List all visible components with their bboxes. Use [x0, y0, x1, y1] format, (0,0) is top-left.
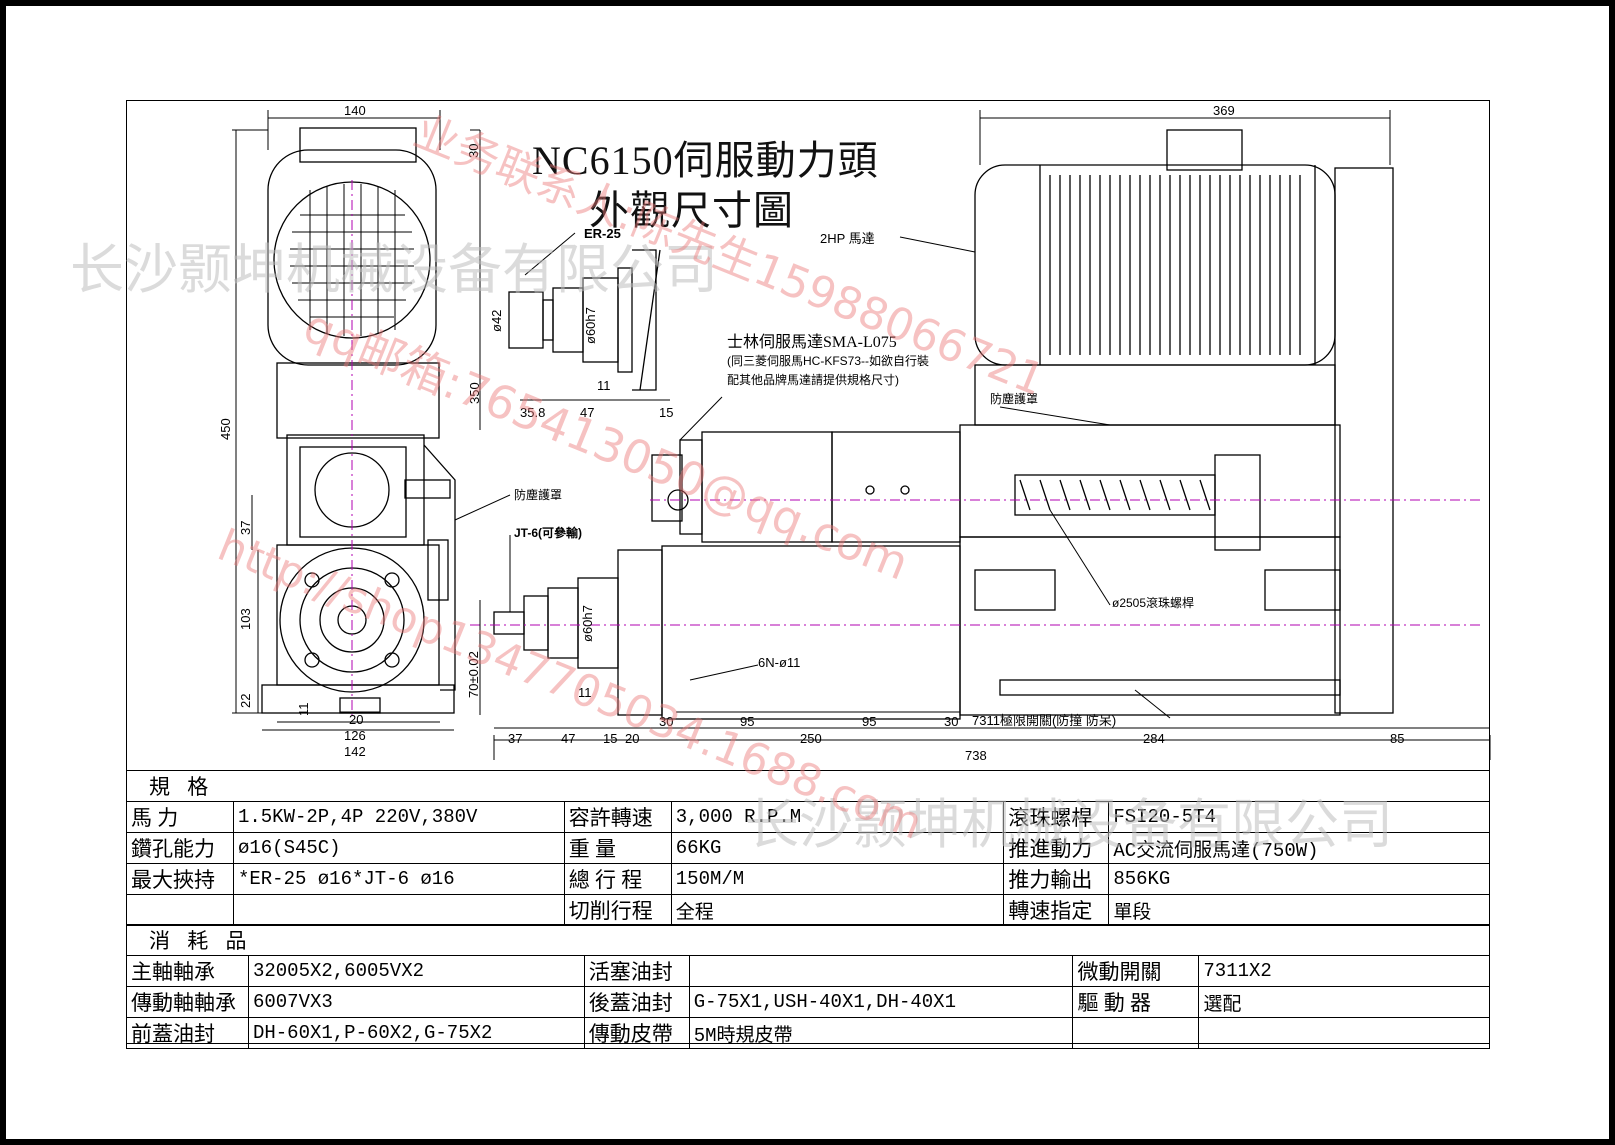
dim-15a: 15	[659, 405, 674, 420]
table-row: 馬 力 1.5KW-2P,4P 220V,380V 容許轉速 3,000 R.P…	[126, 801, 1490, 833]
table-row: 切削行程 全程 轉速指定 單段	[126, 894, 1490, 926]
dim-47a: 47	[580, 405, 595, 420]
dim-70: 70±0.02	[466, 651, 481, 698]
dim-85: 85	[1390, 731, 1405, 746]
front-column	[276, 362, 440, 439]
callout-servo-note1: (同三菱伺服馬HC-KFS73--如欲自行裝	[727, 354, 930, 368]
dim-250: 250	[800, 731, 822, 746]
dim-phi42: ø42	[489, 309, 504, 332]
drive-motor	[974, 164, 1336, 366]
callout-er25: ER-25	[584, 226, 621, 241]
table-row: 主軸軸承 32005X2,6005VX2 活塞油封 微動開關 7311X2	[126, 955, 1490, 987]
dim-95b: 95	[862, 714, 877, 729]
callout-ballscrew: ø2505滾珠螺桿	[1112, 596, 1195, 610]
spec-table: 規 格 馬 力 1.5KW-2P,4P 220V,380V 容許轉速 3,000…	[126, 770, 1490, 926]
spec-header: 規 格	[126, 770, 1490, 802]
dim-37b: 37	[508, 731, 523, 746]
slide-body	[959, 536, 1341, 716]
drawing-title-line1: NC6150伺服動力頭	[532, 138, 879, 183]
dim-95a: 95	[740, 714, 755, 729]
collet-er25	[508, 291, 544, 349]
dim-450: 450	[218, 418, 233, 440]
table-row: 前蓋油封 DH-60X1,P-60X2,G-75X2 傳動皮帶 5M時規皮帶	[126, 1017, 1490, 1049]
dim-20b: 20	[625, 731, 640, 746]
servo-motor	[701, 431, 833, 543]
callout-mount-holes: 6N-ø11	[758, 655, 801, 670]
dim-35-8: 35.8	[520, 405, 546, 420]
dim-126: 126	[344, 728, 366, 743]
callout-servo-note2: 配其他品牌馬達請提供規格尺寸)	[727, 373, 899, 387]
callout-jt6: JT-6(可參輸)	[514, 526, 583, 540]
dim-30: 30	[466, 143, 481, 158]
callout-dust-cover-right: 防塵護罩	[990, 392, 1039, 406]
dim-11a: 11	[296, 702, 311, 717]
spindle-housing	[617, 549, 663, 716]
dim-47b: 47	[561, 731, 576, 746]
dim-142: 142	[344, 744, 366, 759]
callout-dust-cover-left: 防塵護罩	[514, 488, 563, 502]
callout-2hp-motor: 2HP 馬達	[820, 231, 875, 246]
dim-30b: 30	[944, 714, 959, 729]
dim-22: 22	[238, 693, 253, 708]
dim-phi60h7b: ø60h7	[580, 605, 595, 642]
dim-738: 738	[965, 748, 987, 763]
dim-phi60h7a: ø60h7	[583, 307, 598, 344]
consumables-table: 消 耗 品 主軸軸承 32005X2,6005VX2 活塞油封 微動開關 731…	[126, 924, 1490, 1049]
table-row: 傳動軸軸承 6007VX3 後蓋油封 G-75X1,USH-40X1,DH-40…	[126, 986, 1490, 1018]
dim-30a: 30	[659, 714, 674, 729]
table-row: 最大挾持 *ER-25 ø16*JT-6 ø16 總 行 程 150M/M 推力…	[126, 863, 1490, 895]
dim-369: 369	[1213, 103, 1235, 118]
dim-284: 284	[1143, 731, 1165, 746]
dim-103: 103	[238, 608, 253, 630]
dim-37: 37	[238, 520, 253, 535]
table-row: 鑽孔能力 ø16(S45C) 重 量 66KG 推進動力 AC交流伺服馬達(75…	[126, 832, 1490, 864]
dim-20: 20	[349, 712, 364, 727]
drawing-title-line2: 外觀尺寸圖	[589, 188, 794, 233]
dim-11c: 11	[578, 685, 592, 700]
dim-11b: 11	[597, 378, 611, 393]
dim-15b: 15	[603, 731, 618, 746]
front-motor-cap	[299, 127, 417, 163]
front-foot	[261, 684, 455, 714]
consumables-header: 消 耗 品	[126, 924, 1490, 956]
front-base	[276, 544, 440, 686]
dim-350: 350	[467, 382, 482, 404]
callout-limit-switch: 7311極限開關(防撞 防呆)	[972, 713, 1117, 728]
dim-140: 140	[344, 103, 366, 118]
callout-servo-motor: 士林伺服馬達SMA-L075	[727, 334, 897, 351]
front-gearbox	[286, 434, 425, 546]
